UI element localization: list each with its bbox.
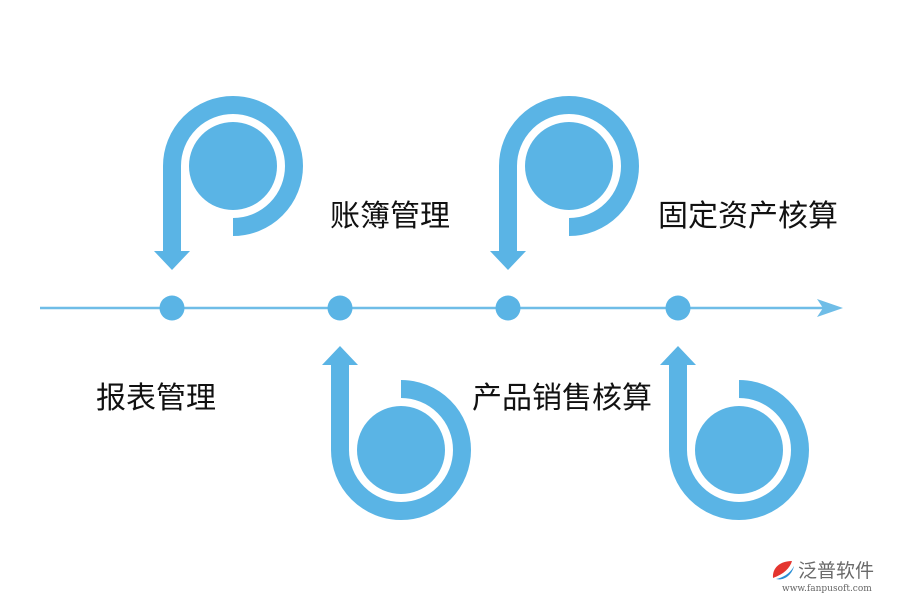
timeline-node (327, 295, 353, 321)
step-label-report-management: 报表管理 (96, 381, 216, 416)
b-spiral-arrow-icon (660, 346, 809, 520)
timeline-node (665, 295, 691, 321)
brand-watermark: 泛普软件 www.fanpusoft.com (770, 554, 894, 598)
step-label-fixed-asset-accounting: 固定资产核算 (658, 199, 838, 234)
timeline-node (159, 295, 185, 321)
timeline-node (495, 295, 521, 321)
axis-arrowhead (817, 299, 843, 317)
brand-logo-icon (772, 561, 794, 580)
p-spiral-arrow-icon (154, 96, 303, 270)
step-label-ledger-management: 账簿管理 (330, 199, 450, 234)
step-label-product-sales-accounting: 产品销售核算 (472, 381, 652, 416)
p-spiral-arrow-icon (490, 96, 639, 270)
brand-url: www.fanpusoft.com (782, 584, 872, 594)
b-spiral-arrow-icon (322, 346, 471, 520)
brand-name: 泛普软件 (798, 560, 875, 582)
